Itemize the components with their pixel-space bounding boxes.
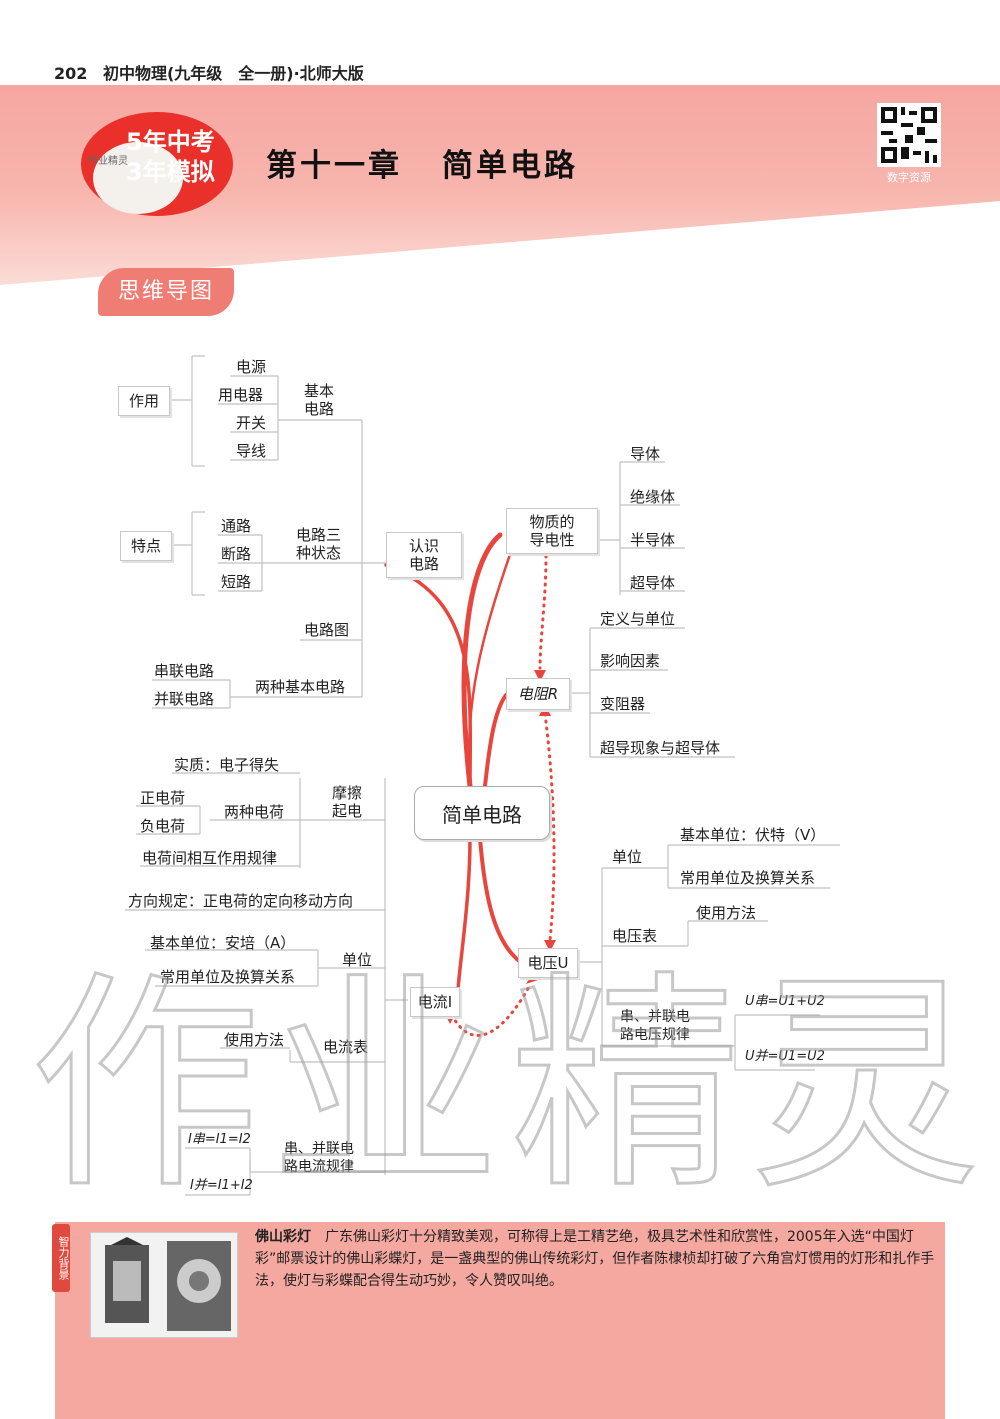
item-liangzhong-dianhe: 两种电荷 <box>224 803 285 821</box>
brand-logo: 5年中考 3年模拟 作业精灵 <box>81 112 233 216</box>
logo-line1: 5年中考 <box>126 128 215 156</box>
item-duanlu-short: 短路 <box>221 573 252 591</box>
item-daoxian: 导线 <box>236 442 267 460</box>
item-shizhi: 实质：电子得失 <box>174 756 280 774</box>
item-fudianhe: 负电荷 <box>140 817 186 835</box>
item-fangxiang: 方向规定：正电荷的定向移动方向 <box>128 892 354 910</box>
item-yingxiang: 影响因素 <box>600 652 661 670</box>
item-duanlu: 断路 <box>221 545 252 563</box>
item-daoti: 导体 <box>630 445 661 463</box>
item-v-chuan: U串=U1+U2 <box>745 994 825 1009</box>
qr-label: 数字资源 <box>887 171 931 184</box>
item-v-shiyong: 使用方法 <box>696 904 757 922</box>
side-tab: 智力背景 <box>52 1224 70 1292</box>
item-bianzuqi: 变阻器 <box>600 695 646 713</box>
item-v-changyong: 常用单位及换算关系 <box>680 869 816 887</box>
node-v-danwei: 单位 <box>612 848 643 866</box>
logo-sub: 作业精灵 <box>88 154 128 167</box>
item-bandaoti: 半导体 <box>630 531 676 549</box>
node-dianya: 电压U <box>518 948 578 978</box>
chapter-name: 简单电路 <box>442 148 578 184</box>
item-yongdianqi: 用电器 <box>218 386 264 404</box>
item-v-jiben: 基本单位：伏特（V） <box>680 826 826 844</box>
chapter-number: 第十一章 <box>266 148 402 184</box>
node-dianzu: 电阻R <box>506 678 570 710</box>
node-sanzhong-zhuangtai: 电路三 种状态 <box>296 526 342 562</box>
qr-code-icon[interactable] <box>877 103 941 167</box>
item-i-chuan: I串=I1=I2 <box>188 1132 251 1147</box>
node-tedian: 特点 <box>120 531 172 561</box>
node-dianlutu: 电路图 <box>304 621 350 639</box>
item-i-shiyong: 使用方法 <box>224 1031 285 1049</box>
node-i-biao: 电流表 <box>323 1038 369 1056</box>
item-jueyuanti: 绝缘体 <box>630 488 676 506</box>
info-title: 佛山彩灯 <box>255 1229 311 1245</box>
node-v-biao: 电压表 <box>612 927 658 945</box>
bottom-info: 佛山彩灯广东佛山彩灯十分精致美观，可称得上是工精艺绝，极具艺术性和欣赏性，200… <box>255 1226 935 1292</box>
logo-line2: 3年模拟 <box>126 158 215 186</box>
item-chuanlian: 串联电路 <box>154 662 215 680</box>
node-renshi-dianlu: 认识 电路 <box>386 532 462 578</box>
section-tag: 思维导图 <box>98 268 234 316</box>
item-zhengdianhe: 正电荷 <box>140 789 186 807</box>
node-liangzhong: 两种基本电路 <box>255 678 346 696</box>
node-jiben-dianlu: 基本 电路 <box>304 382 335 418</box>
node-i-guilv: 串、并联电 路电流规律 <box>284 1141 354 1175</box>
node-i-danwei: 单位 <box>342 951 373 969</box>
node-dianliu: 电流I <box>410 987 460 1017</box>
lantern-image-icon <box>91 1233 237 1337</box>
item-xianghu-zuoyong: 电荷间相互作用规律 <box>142 849 278 867</box>
book-title: 初中物理(九年级 全一册)·北师大版 <box>102 64 364 83</box>
node-v-guilv: 串、并联电 路电压规律 <box>620 1009 690 1043</box>
item-i-jiben: 基本单位：安培（A） <box>150 934 296 952</box>
item-v-bing: U并=U1=U2 <box>745 1049 825 1064</box>
info-text: 广东佛山彩灯十分精致美观，可称得上是工精艺绝，极具艺术性和欣赏性，2005年入选… <box>255 1229 935 1289</box>
item-binglian: 并联电路 <box>154 690 215 708</box>
item-dingyi: 定义与单位 <box>600 610 676 628</box>
item-chaodaoti: 超导体 <box>630 574 676 592</box>
item-tonglu: 通路 <box>221 517 252 535</box>
mindmap-center: 简单电路 <box>414 786 550 840</box>
node-mocha: 摩擦 起电 <box>332 784 363 820</box>
page-number: 202 <box>50 64 92 83</box>
item-i-bing: I并=I1+I2 <box>190 1178 253 1193</box>
node-daodianxing: 物质的 导电性 <box>506 508 598 554</box>
chapter-title: 第十一章 简单电路 <box>266 140 578 185</box>
item-kaiguan: 开关 <box>236 414 267 432</box>
item-i-changyong: 常用单位及换算关系 <box>160 968 296 986</box>
lantern-photo <box>90 1232 238 1338</box>
item-dianyuan: 电源 <box>236 358 267 376</box>
item-chaodao-xianxiang: 超导现象与超导体 <box>600 739 721 757</box>
running-header: 202 初中物理(九年级 全一册)·北师大版 <box>50 60 364 84</box>
node-zuoyong: 作用 <box>118 386 170 416</box>
